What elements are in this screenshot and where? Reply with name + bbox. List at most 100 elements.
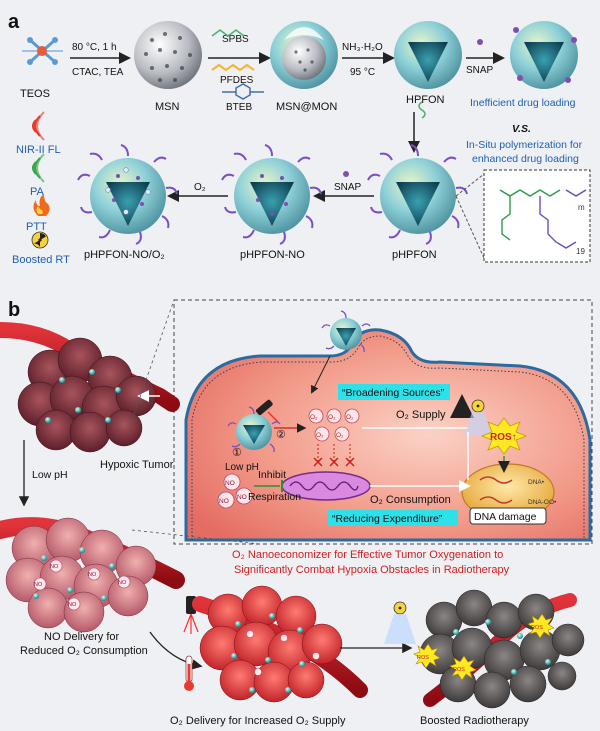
ros-text-3: ROS [531,625,543,631]
pa-icon [32,153,45,183]
o2-bubbles: O₂ O₂ O₂ O₂ O₂ [308,408,360,442]
vs-label: V.S. [512,123,531,135]
snap-molecule-icon [477,39,483,45]
o2-bubble-text-4: O₂ [316,432,324,439]
ros-text-2: ROS [453,667,465,673]
msn-mon-particle [270,21,338,89]
radiation-beam-icon [384,601,416,644]
phpfon-particle [367,144,468,245]
dna-damage-box [469,507,547,525]
hpfon-snap-particle [510,21,578,89]
polymer-structure-inset: m 19 [455,169,591,263]
bteb-structure-icon [222,83,264,100]
step3-condition-1: NH₃·H₂O [342,42,383,53]
phpfon-no-label: pHPFON-NO [240,249,305,261]
hypoxic-tumor-illustration [0,322,180,453]
no-mol-text-e: NO [34,582,43,588]
dna-peroxyl-label: DNA-OO• [528,499,557,506]
monomer-icon [418,101,426,119]
no-molecules-cell: NO NO NO [217,473,253,509]
panel-b: b [0,299,593,727]
step3-condition-2: 95 °C [350,67,375,78]
boosted-rt-tumor-illustration: ROS ROS ROS [413,589,585,709]
radiation-source-icon [464,399,492,436]
nanoparticle-entering-icon [321,310,371,353]
spbs-structure-icon [211,29,245,37]
insitu-label-2: enhanced drug loading [472,153,579,165]
low-ph-label: Low pH [32,469,68,481]
ros-increase-label: ROS↑ [490,432,517,443]
no-mol-text-b: NO [88,572,97,578]
ros-text-1: ROS [417,655,429,661]
phpfon-no-o2-particle [77,144,178,245]
o2-bubble-text-1: O₂ [310,414,318,421]
phpfon-label: pHPFON [392,249,437,261]
no-text-3: NO [219,498,229,505]
o2-bubble-text-3: O₂ [346,414,354,421]
msn-label: MSN [155,101,180,113]
phpfon-no-particle [221,144,322,245]
hypoxic-tumor-label: Hypoxic Tumor [100,459,174,471]
flame-icon [33,194,50,216]
step1-condition-2: CTAC, TEA [72,67,124,78]
arrow-uptake [311,355,331,394]
arrow-to-o2-delivery [149,631,203,670]
o2-diffusion-arrows [317,444,351,464]
teos-label: TEOS [20,88,50,100]
legend: NIR-II FL PA PTT Boosted RT [12,111,70,266]
nir-fl-icon [32,111,45,141]
reagent-spbs-label: SPBS [222,34,249,45]
block-x-icons [313,457,355,467]
no-delivery-label-2: Reduced O₂ Consumption [20,645,148,657]
reagent-bteb-label: BTEB [226,102,252,113]
o2-bubble-text-5: O₂ [336,432,344,439]
no-text-2: NO [237,494,247,501]
inhibit-label: Inhibit [258,469,286,481]
hpfon-particle [394,21,462,89]
panel-a: a TEOS 80 °C, 1 h CTAC, TEA [0,0,600,290]
snap-molecule-icon-2 [343,171,349,177]
panel-label-a: a [8,11,20,33]
panel-label-b: b [8,299,20,321]
step1-condition-1: 80 °C, 1 h [72,42,117,53]
cell-zoom-box [173,299,593,545]
no-mol-text-a: NO [50,564,59,570]
no-delivery-tumor-illustration: NO NO NO NO NO [0,517,185,633]
o2-delivery-label: O₂ Delivery for Increased O₂ Supply [170,715,346,727]
respiration-label: Respiration [248,491,301,503]
legend-pa: PA [30,186,45,198]
hpfon-label: HPFON [406,94,445,106]
polymer-subscript-m: m [578,203,585,212]
no-mol-text-c: NO [118,580,127,586]
o2-consumption-label: O₂ Consumption [370,494,451,506]
step-2-marker: ② [276,429,286,441]
caption-line-1: O₂ Nanoeconomizer for Effective Tumor Ox… [232,549,503,561]
snap-label-2: SNAP [334,182,362,193]
nanoparticle-in-cell-icon [227,406,281,453]
o2-supply-label: O₂ Supply [396,409,446,421]
broadening-sources-label: “Broadening Sources” [342,387,445,399]
dna-strand-icon-2 [479,496,513,504]
radiation-icon [31,231,49,249]
reagent-pfdes-label: PFDES [220,75,254,86]
broadening-sources-box [338,384,450,400]
no-mol-text-d: NO [68,602,77,608]
ros-burst-icon [480,417,528,455]
low-ph-cell-label: Low pH [225,462,259,473]
no-text-1: NO [225,480,235,487]
phpfon-no-o2-label: pHPFON-NO/O₂ [84,249,165,261]
pfdes-structure-icon [211,63,255,72]
no-delivery-label-1: NO Delivery for [44,631,120,643]
dna-damage-label: DNA damage [474,511,537,523]
dna-strand-icon [479,476,513,484]
step-1-marker: ① [232,447,242,459]
inefficient-loading-label: Inefficient drug loading [470,97,576,109]
legend-ptt: PTT [26,221,47,233]
o2-delivery-tumor-illustration [192,585,368,703]
caption-line-2: Significantly Combat Hypoxia Obstacles i… [234,564,510,576]
o2-bubble-text-2: O₂ [328,414,336,421]
legend-boosted-rt: Boosted RT [12,254,70,266]
reducing-expenditure-label: “Reducing Expenditure” [332,513,443,525]
